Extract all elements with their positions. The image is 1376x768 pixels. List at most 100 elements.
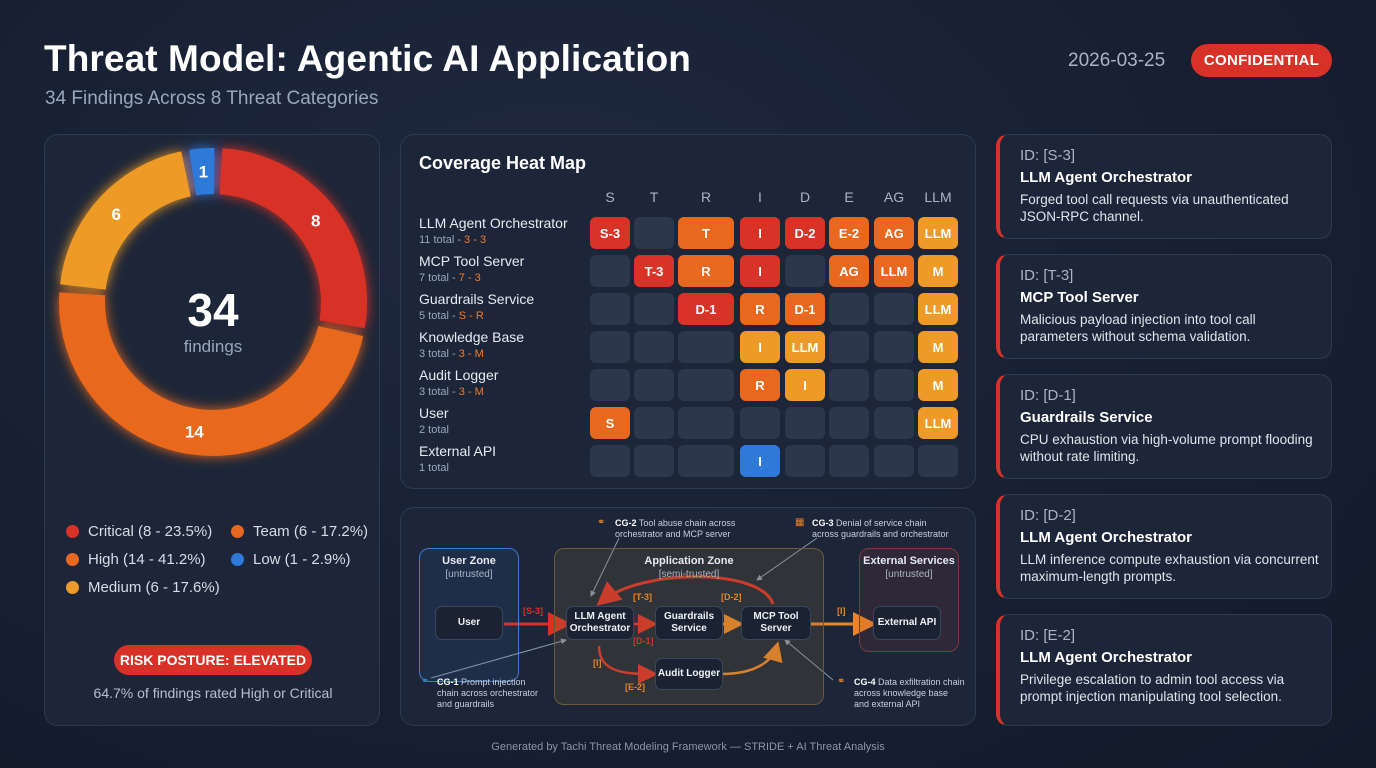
heat-cell[interactable]: I (740, 217, 780, 249)
heat-cell[interactable]: R (678, 255, 734, 287)
heat-row-label: User (419, 405, 449, 421)
heat-cell[interactable] (829, 331, 869, 363)
heat-cell[interactable] (874, 407, 914, 439)
heat-cell[interactable]: M (918, 255, 958, 287)
heat-cell[interactable] (829, 407, 869, 439)
heat-cell[interactable]: T-3 (634, 255, 674, 287)
donut-segment-medium (60, 151, 192, 291)
heat-cell[interactable] (634, 445, 674, 477)
threat-card-d1[interactable]: ID: [D-1] Guardrails Service CPU exhaust… (996, 374, 1332, 479)
donut-segment-high (59, 292, 364, 456)
heat-cell[interactable]: R (740, 369, 780, 401)
threat-card-description: Malicious payload injection into tool ca… (1020, 312, 1256, 344)
legend-critical-label: Critical (8 - 23.5%) (88, 523, 213, 540)
heat-cell[interactable]: LLM (918, 217, 958, 249)
heat-cell[interactable]: I (740, 331, 780, 363)
heat-cell[interactable]: I (785, 369, 825, 401)
heat-cell[interactable] (829, 445, 869, 477)
heat-cell[interactable]: I (740, 255, 780, 287)
heat-cell[interactable] (634, 293, 674, 325)
legend-medium: Medium (6 - 17.6%) (66, 579, 220, 596)
heat-cell[interactable]: M (918, 331, 958, 363)
heat-cell[interactable]: E-2 (829, 217, 869, 249)
legend-high: High (14 - 41.2%) (66, 551, 206, 568)
team-dot-icon (231, 525, 244, 538)
heat-cell[interactable]: LLM (918, 407, 958, 439)
legend-team-label: Team (6 - 17.2%) (253, 523, 369, 540)
heat-cell[interactable] (590, 331, 630, 363)
heat-cell[interactable] (678, 407, 734, 439)
node-mcp-server[interactable]: MCP Tool Server (741, 606, 811, 640)
threat-card-s3[interactable]: ID: [S-3] LLM Agent Orchestrator Forged … (996, 134, 1332, 239)
heat-row-breakdown: 3 - M (458, 348, 484, 360)
node-user[interactable]: User (435, 606, 503, 640)
heat-cell[interactable]: AG (874, 217, 914, 249)
heat-cell[interactable] (874, 293, 914, 325)
heat-cell[interactable] (740, 407, 780, 439)
heat-cell[interactable] (590, 255, 630, 287)
report-date: 2026-03-25 (1068, 50, 1166, 71)
heat-cell[interactable] (829, 293, 869, 325)
threat-card-description: LLM inference compute exhaustion via con… (1020, 552, 1319, 584)
heat-cell[interactable]: LLM (874, 255, 914, 287)
heat-cell[interactable] (829, 369, 869, 401)
heat-cell[interactable] (874, 369, 914, 401)
heat-row-breakdown: 3 - 3 (464, 234, 487, 246)
critical-dot-icon (66, 525, 79, 538)
heat-cell[interactable]: T (678, 217, 734, 249)
chain-cg1-text-2: chain across orchestrator (437, 688, 539, 698)
heat-cell[interactable]: AG (829, 255, 869, 287)
heat-cell[interactable] (590, 445, 630, 477)
heat-cell[interactable] (590, 369, 630, 401)
heat-cell[interactable]: R (740, 293, 780, 325)
heat-cell[interactable]: LLM (918, 293, 958, 325)
heat-cell[interactable]: S-3 (590, 217, 630, 249)
heat-row-total: 3 total - (419, 348, 459, 360)
data-flow-diagram: User Zone [untrusted] Application Zone [… (400, 507, 976, 726)
heat-row-total: 11 total - (419, 234, 465, 246)
heat-col-header: LLM (924, 189, 952, 205)
heat-cell[interactable] (678, 445, 734, 477)
threat-card-d2[interactable]: ID: [D-2] LLM Agent Orchestrator LLM inf… (996, 494, 1332, 599)
chain-cg2-text-1: Tool abuse chain across (638, 518, 736, 528)
chain-cg2-text-2: orchestrator and MCP server (615, 529, 731, 539)
heat-cell[interactable]: S (590, 407, 630, 439)
threat-card-e2[interactable]: ID: [E-2] LLM Agent Orchestrator Privile… (996, 614, 1332, 726)
heat-cell[interactable] (678, 369, 734, 401)
page-subtitle: 34 Findings Across 8 Threat Categories (45, 88, 379, 109)
heat-cell[interactable]: M (918, 369, 958, 401)
heat-cell[interactable] (634, 217, 674, 249)
heat-cell[interactable] (634, 369, 674, 401)
heat-cell[interactable]: D-1 (785, 293, 825, 325)
threat-card-component: MCP Tool Server (1020, 289, 1139, 306)
heat-cell[interactable] (678, 331, 734, 363)
node-audit-logger[interactable]: Audit Logger (655, 658, 723, 690)
heat-cell[interactable] (634, 407, 674, 439)
node-external-api[interactable]: External API (873, 606, 941, 640)
heat-cell[interactable]: D-1 (678, 293, 734, 325)
heat-cell[interactable] (785, 255, 825, 287)
threat-card-component: LLM Agent Orchestrator (1020, 169, 1192, 186)
chain-cg1-id: CG-1 (437, 677, 459, 687)
heat-cell[interactable]: LLM (785, 331, 825, 363)
threat-card-t3[interactable]: ID: [T-3] MCP Tool Server Malicious payl… (996, 254, 1332, 359)
heat-cell[interactable] (785, 445, 825, 477)
heat-cell[interactable] (918, 445, 958, 477)
heat-cell[interactable]: D-2 (785, 217, 825, 249)
heat-cell[interactable]: I (740, 445, 780, 477)
heat-cell[interactable] (874, 331, 914, 363)
heat-cell[interactable] (634, 331, 674, 363)
donut-unit: findings (183, 337, 243, 356)
heat-row-label: Guardrails Service (419, 291, 535, 307)
node-orchestrator[interactable]: LLM Agent Orchestrator (566, 606, 634, 640)
heat-cell[interactable] (785, 407, 825, 439)
node-guardrails[interactable]: Guardrails Service (655, 606, 723, 640)
stack-icon: ▦ (795, 517, 805, 528)
chain-cg4: CG-4 Data exfiltration chain across know… (854, 677, 965, 710)
heat-row-label: LLM Agent Orchestrator (419, 215, 568, 231)
heat-cell[interactable] (590, 293, 630, 325)
threat-card-description: Privilege escalation to admin tool acces… (1020, 672, 1285, 704)
heat-row-total: 1 total (419, 462, 449, 474)
heat-cell[interactable] (874, 445, 914, 477)
